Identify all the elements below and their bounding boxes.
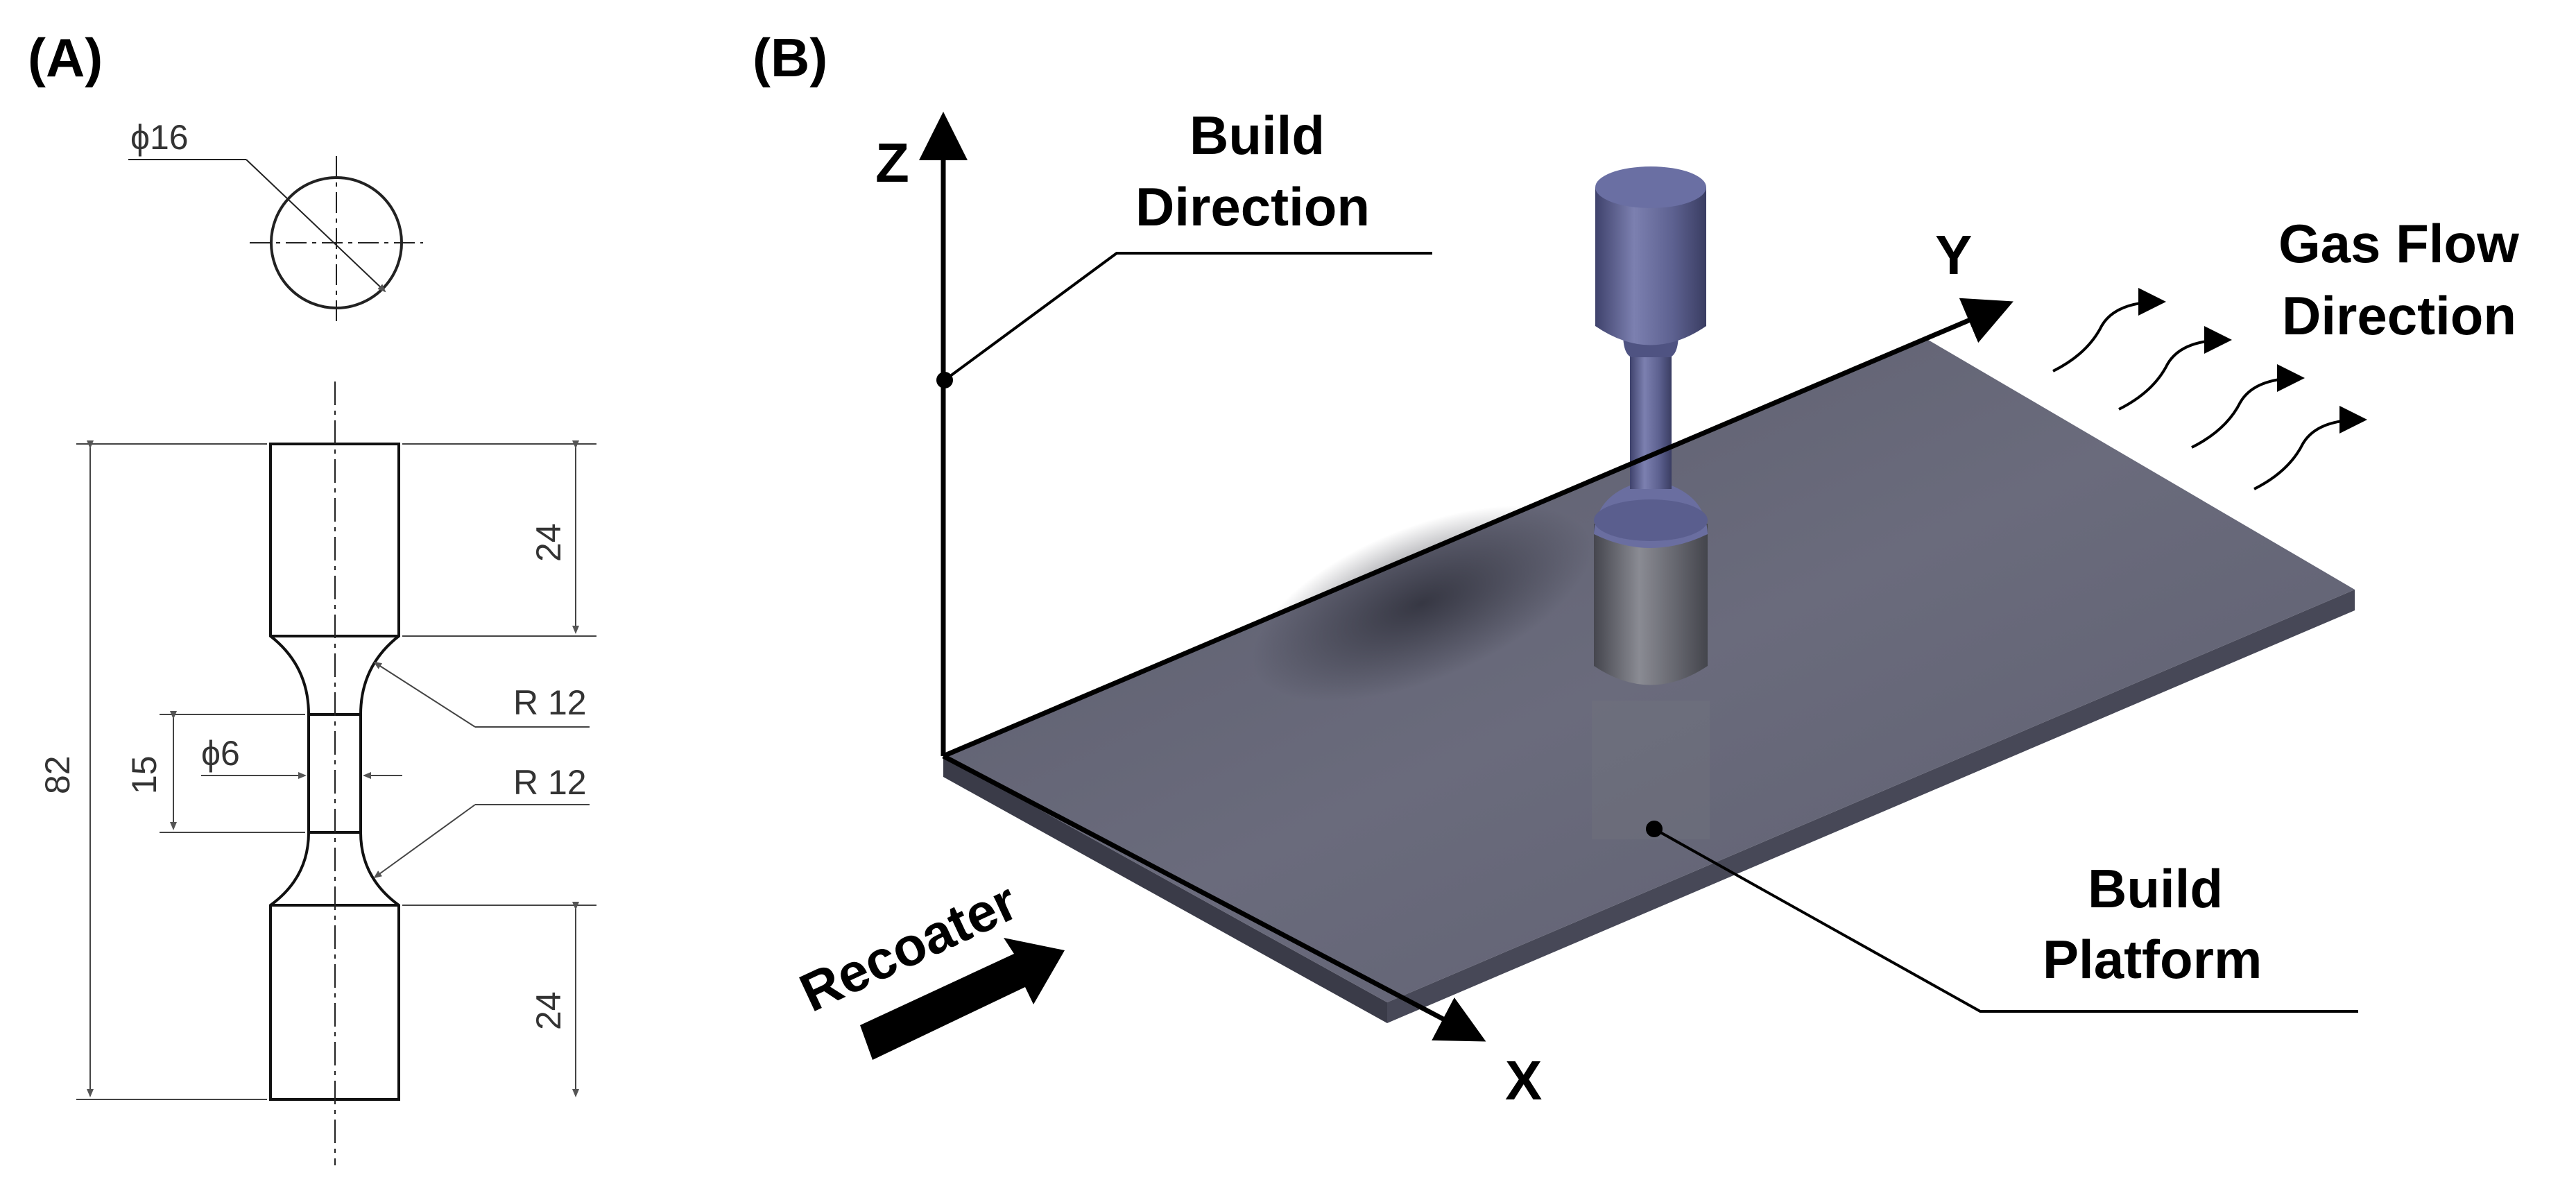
gas-flow-arrow-2	[2118, 326, 2232, 411]
build-platform-line2: Platform	[2043, 929, 2262, 990]
dim-gauge-length: 15	[125, 755, 164, 794]
build-platform-line1: Build	[2088, 858, 2223, 919]
axes	[919, 112, 2013, 1042]
panel-b: (B)	[753, 27, 2519, 1111]
build-direction-line2: Direction	[1135, 176, 1370, 237]
platform-right-edge	[1387, 590, 2355, 1023]
dimension-lines	[76, 440, 596, 1100]
axis-label-z: Z	[875, 132, 909, 194]
y-axis	[942, 298, 2013, 759]
panel-a: (A) ϕ16	[28, 27, 596, 1165]
panel-a-label: (A)	[28, 27, 103, 88]
dim-top-diameter: ϕ16	[130, 118, 189, 157]
cross-section-view	[128, 156, 423, 326]
diameter-dim-line	[246, 159, 386, 293]
gas-flow-line2: Direction	[2282, 285, 2516, 346]
dim-gauge-diameter: ϕ6	[201, 734, 240, 773]
dim-radius-upper: R 12	[513, 683, 587, 722]
dim-radius-lower: R 12	[513, 763, 587, 802]
gas-flow-line1: Gas Flow	[2278, 213, 2519, 274]
panel-b-label: (B)	[753, 27, 827, 88]
x-axis	[942, 753, 1486, 1042]
gas-flow-arrow-4	[2253, 406, 2367, 490]
gas-flow-arrows	[2052, 288, 2367, 490]
specimen-3d	[1594, 166, 1708, 685]
platform-front-edge	[943, 756, 1387, 1023]
build-direction-leader	[943, 252, 1432, 382]
gas-flow-arrow-3	[2191, 364, 2305, 449]
recoater-arrow	[860, 938, 1065, 1060]
build-direction-line1: Build	[1190, 105, 1325, 166]
axis-label-x: X	[1505, 1049, 1542, 1111]
dim-total-length: 82	[38, 755, 77, 794]
recoater-indicator: Recoater	[791, 871, 1065, 1060]
specimen-shadow	[1252, 505, 1592, 702]
dim-grip-bottom: 24	[529, 991, 568, 1030]
dim-grip-top: 24	[529, 523, 568, 562]
specimen-reflection	[1592, 701, 1710, 839]
build-platform-leader	[1654, 828, 2358, 1013]
gas-flow-arrow-1	[2052, 288, 2166, 372]
axis-label-y: Y	[1935, 224, 1972, 286]
